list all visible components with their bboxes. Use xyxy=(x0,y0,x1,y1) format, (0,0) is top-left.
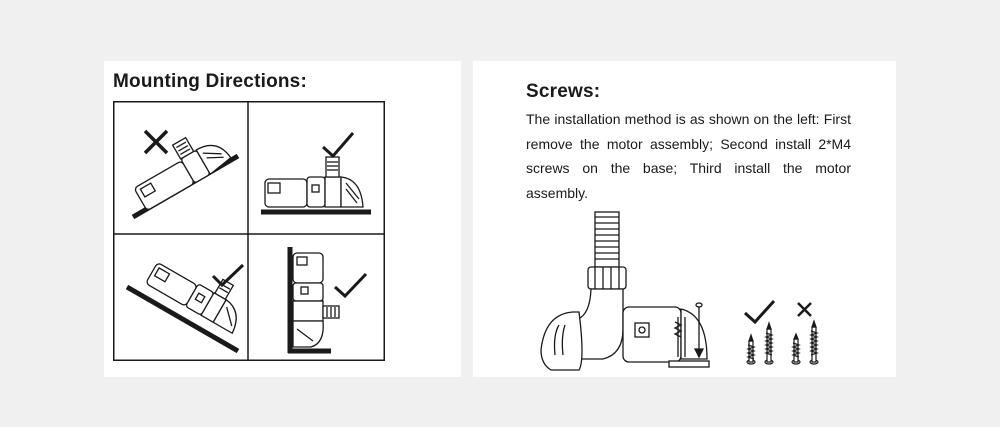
checkmark-icon xyxy=(211,263,245,288)
mount-option-tilted-down-correct xyxy=(125,263,245,354)
mounting-directions-panel: Mounting Directions: xyxy=(104,61,461,377)
screws-panel: Screws: The installation method is as sh… xyxy=(473,61,896,377)
screws-description-text: The installation method is as shown on t… xyxy=(526,111,851,201)
mount-option-tilted-incorrect xyxy=(131,129,240,220)
screws-description: The installation method is as shown on t… xyxy=(526,107,851,205)
checkmark-icon xyxy=(743,299,776,325)
mounting-directions-title: Mounting Directions: xyxy=(113,71,307,92)
mount-option-horizontal-correct xyxy=(261,132,371,215)
incorrect-screws xyxy=(791,319,819,365)
checkmark-icon xyxy=(333,272,368,299)
pump-screw-illustration xyxy=(540,211,819,371)
mounting-grid xyxy=(113,101,385,361)
x-mark-icon xyxy=(143,129,169,155)
screws-title: Screws: xyxy=(526,81,601,102)
x-mark-icon xyxy=(797,302,812,317)
correct-screws xyxy=(746,321,774,365)
checkmark-icon xyxy=(321,132,355,159)
mount-option-vertical-correct xyxy=(287,247,368,354)
